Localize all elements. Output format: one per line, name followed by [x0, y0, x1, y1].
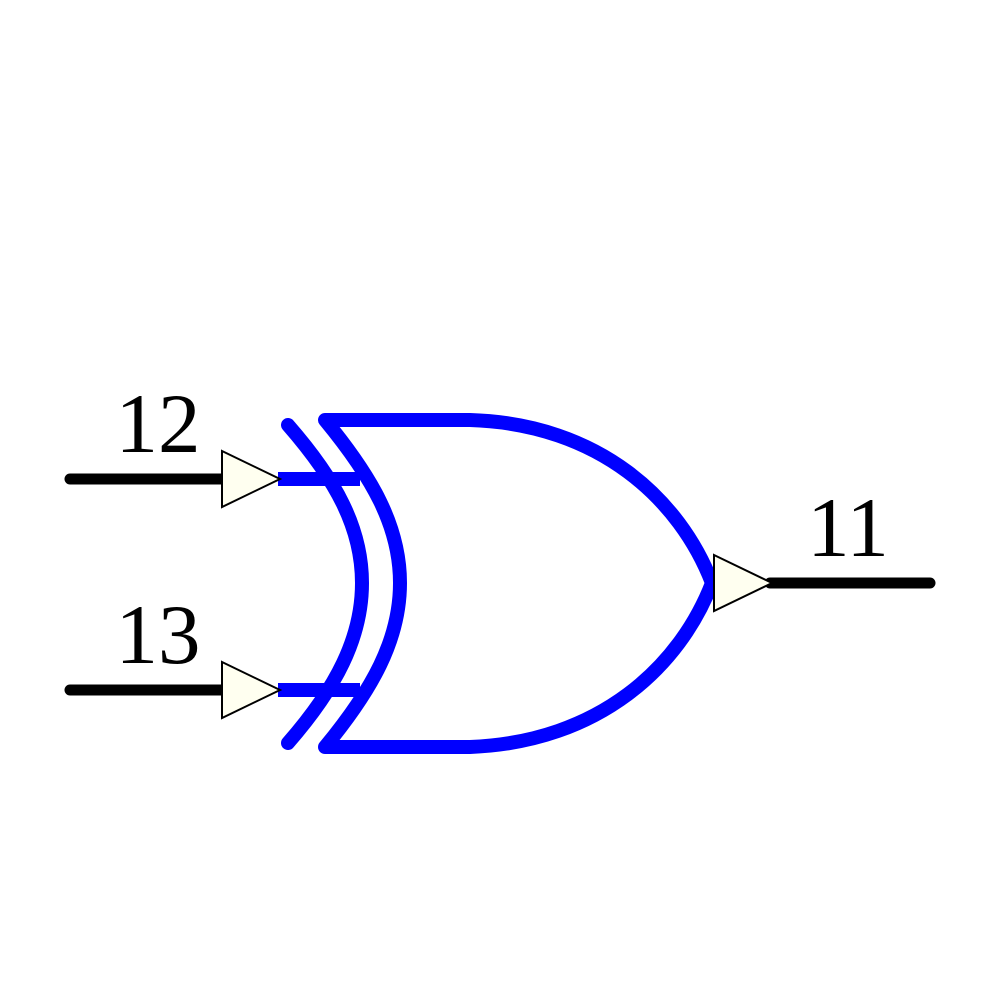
input-stubs: [278, 472, 360, 697]
pin-label-input-bottom: 13: [116, 588, 201, 682]
input-wires: [64, 473, 234, 696]
pin-labels: 12 13 11: [116, 377, 889, 682]
arrowheads: [221, 449, 775, 720]
pin-label-input-top: 12: [116, 377, 201, 471]
gate-body-outline: [318, 413, 719, 754]
xor-gate-body: [281, 413, 719, 754]
input-arrowhead-top: [221, 449, 283, 509]
input-arrowhead-bottom: [221, 660, 283, 720]
pin-label-output: 11: [807, 481, 889, 575]
output-arrowhead: [713, 553, 775, 613]
gate-xor-back-arc: [281, 418, 370, 750]
